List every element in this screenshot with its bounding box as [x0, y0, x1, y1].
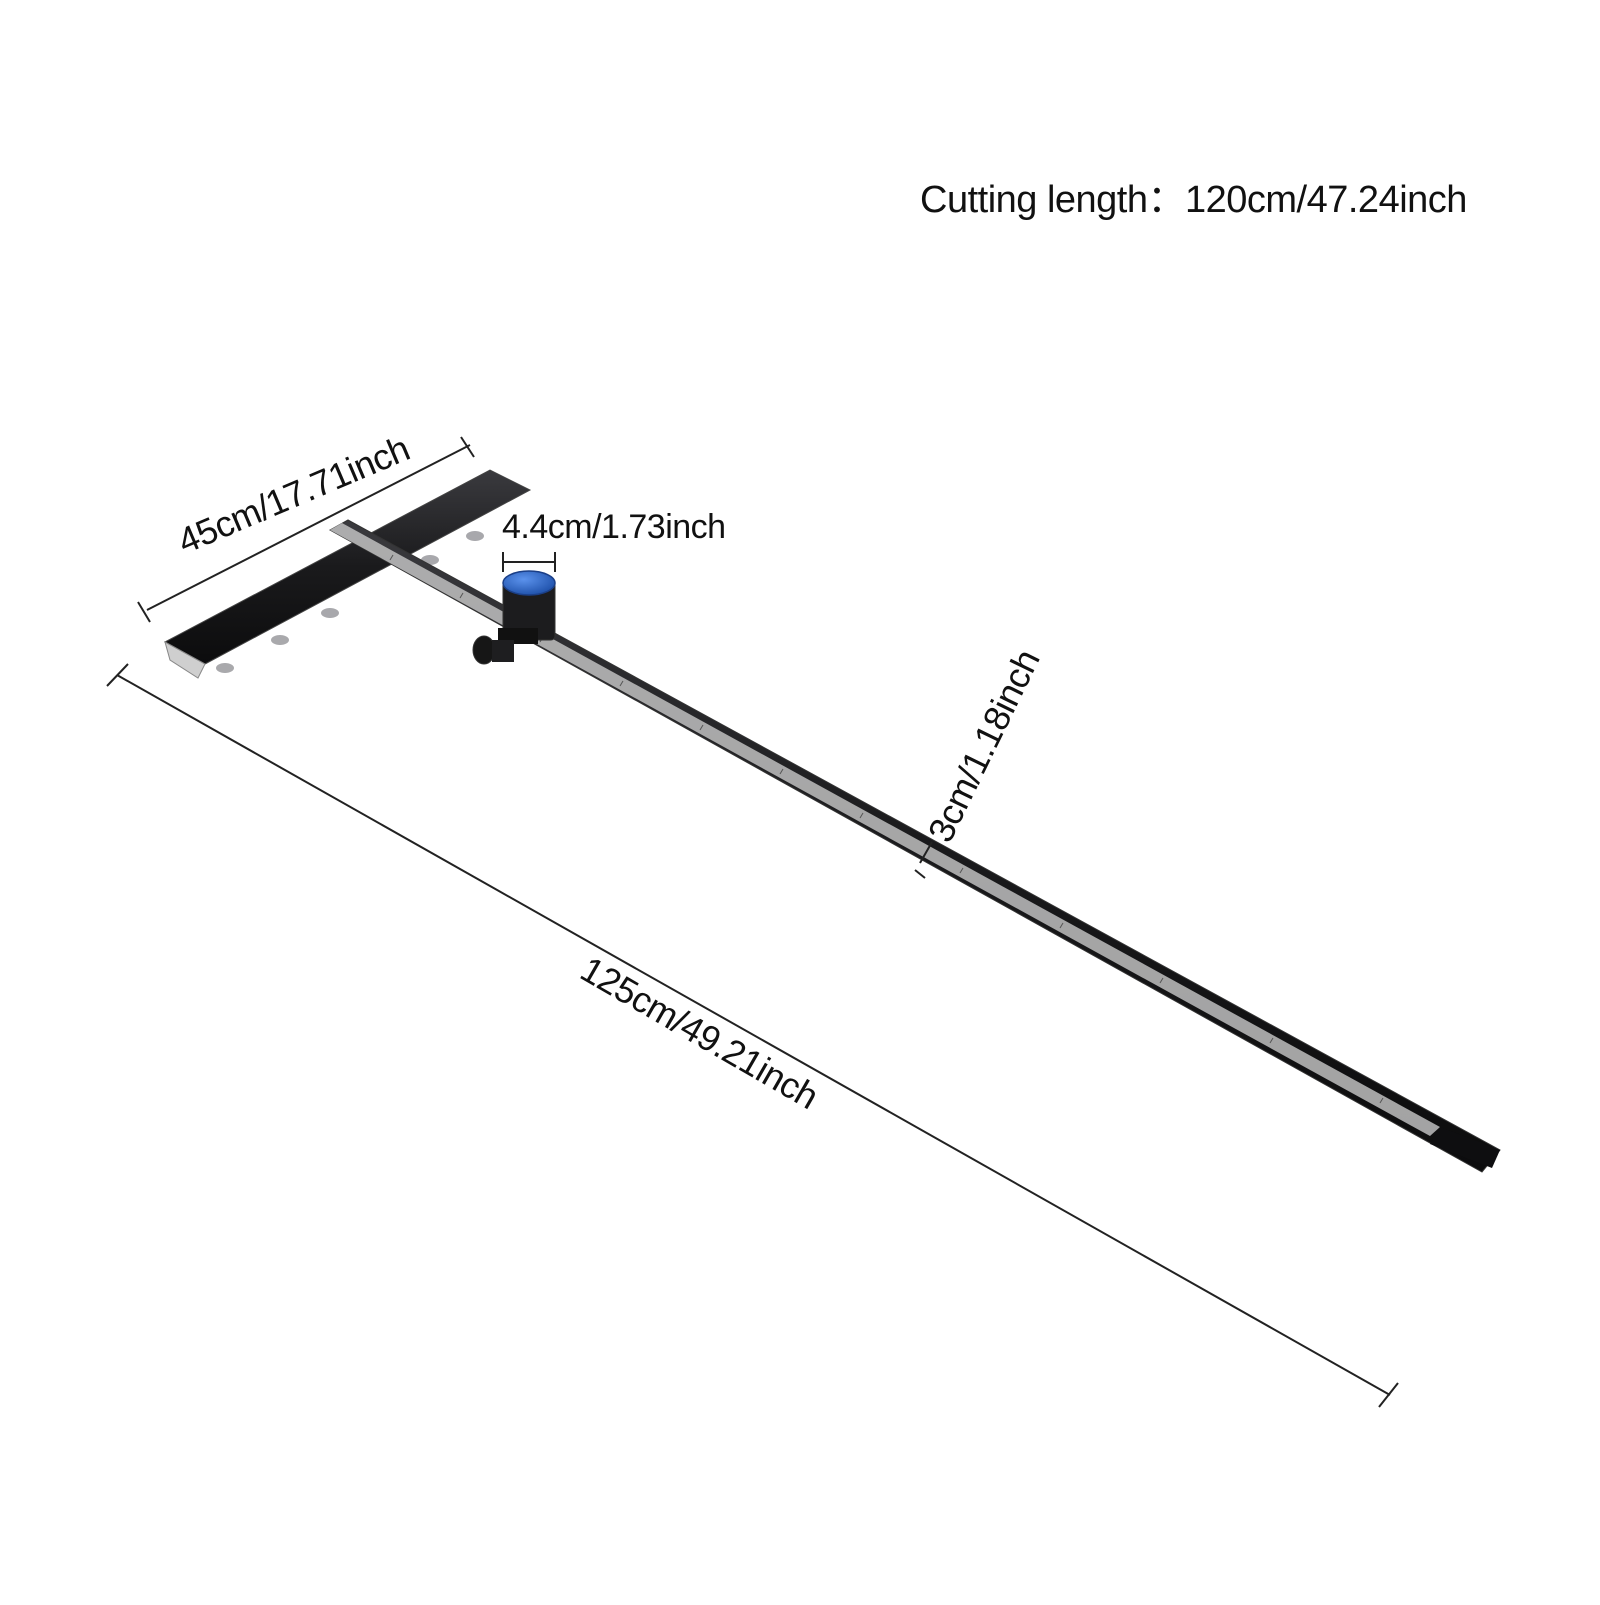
cutter-head-label: 4.4cm/1.73inch	[502, 508, 726, 546]
cutter-head-dimension-line	[502, 552, 556, 572]
lock-screw-icon	[472, 635, 514, 665]
length-dimension-line	[106, 663, 1399, 1408]
cutter-knob-icon	[498, 570, 556, 644]
width-dimension-line	[137, 436, 475, 623]
ruler-scale-ticks	[389, 554, 1384, 1104]
crossbar	[163, 469, 532, 679]
thickness-dimension-marker	[914, 841, 933, 879]
ruler-bar	[328, 519, 1501, 1173]
cutting-length-label: Cutting length：120cm/47.24inch	[920, 179, 1467, 221]
